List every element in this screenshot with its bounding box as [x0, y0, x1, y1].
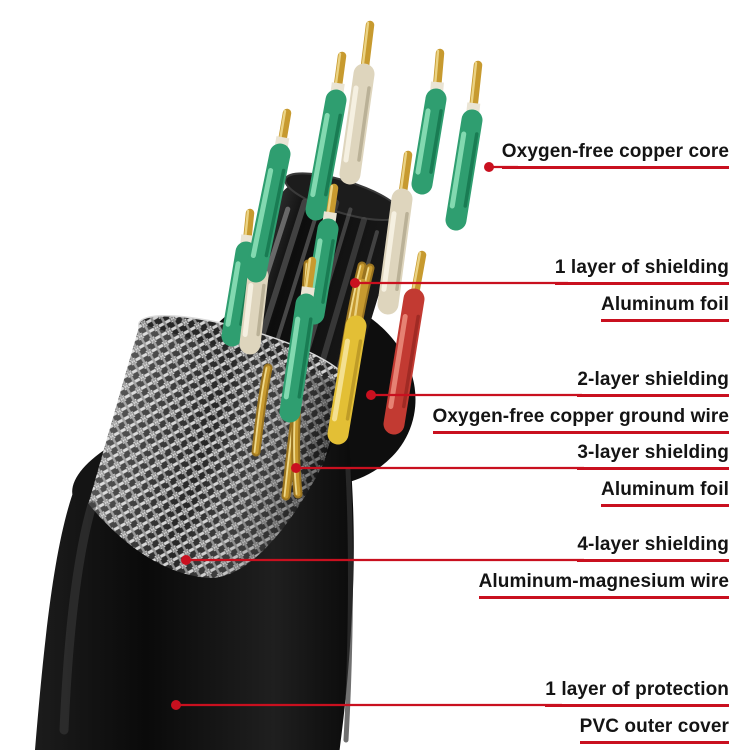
- wire-yellow: [327, 278, 367, 445]
- wire-jacket: [239, 265, 269, 355]
- wire-highlight: [343, 85, 359, 163]
- wire-shadow-edge: [429, 109, 443, 174]
- pvc-outer-cover: [34, 414, 354, 750]
- wire-highlight: [242, 283, 254, 337]
- wire-shadow-edge: [402, 314, 420, 409]
- wire-jacket: [377, 188, 413, 315]
- label-shield-1: 1 layer of shielding Aluminum foil: [554, 257, 729, 331]
- wire-jacket: [305, 89, 347, 221]
- pointer-dot: [171, 700, 181, 710]
- wire-green: [305, 51, 347, 221]
- label-text: 3-layer shielding: [577, 442, 729, 470]
- wire-cream: [339, 20, 375, 185]
- wire-shadow-edge: [256, 283, 266, 337]
- label-text: Aluminum foil: [601, 294, 729, 322]
- label-text: 1 layer of shielding: [554, 257, 729, 285]
- wire-jacket: [339, 63, 375, 185]
- wire-shadow-edge: [345, 339, 363, 421]
- wire-highlight: [283, 316, 301, 400]
- pvc-highlight: [59, 500, 97, 735]
- label-text: Oxygen-free copper ground wire: [432, 406, 729, 434]
- wire-shadow-edge: [357, 86, 371, 162]
- label-copper-core: Oxygen-free copper core: [501, 141, 729, 178]
- wire-jacket: [279, 293, 317, 423]
- ground-wire-copper: [251, 363, 273, 457]
- label-text: Aluminum foil: [601, 479, 729, 507]
- wire-green: [411, 48, 447, 195]
- wire-jacket: [445, 109, 483, 231]
- wire-green: [303, 183, 339, 325]
- label-shield-3: 3-layer shielding Aluminum foil: [577, 442, 729, 516]
- pointer-dot: [366, 390, 376, 400]
- wire-highlight: [225, 261, 241, 327]
- wire-highlight: [381, 211, 397, 292]
- wire-green: [221, 208, 257, 347]
- wire-highlight: [310, 112, 330, 198]
- wire-highlight: [388, 314, 408, 409]
- wire-shadow-edge: [463, 132, 479, 208]
- label-text: Oxygen-free copper core: [501, 141, 729, 169]
- wire-shadow-edge: [297, 317, 313, 399]
- wire-cream: [377, 150, 413, 315]
- label-text: 1 layer of protection: [545, 679, 729, 707]
- wire-highlight: [415, 108, 431, 175]
- wire-red: [383, 250, 427, 435]
- pointer-dot: [291, 463, 301, 473]
- wire-jacket: [383, 288, 425, 435]
- wire-jacket: [245, 143, 291, 283]
- pointer-dot: [181, 555, 191, 565]
- label-text: 2-layer shielding: [577, 369, 729, 397]
- label-shield-2: 2-layer shielding Oxygen-free copper gro…: [432, 369, 729, 443]
- pointer-dot: [484, 162, 494, 172]
- wire-green: [279, 256, 317, 423]
- label-protection: 1 layer of protection PVC outer cover: [545, 679, 729, 750]
- label-shield-4: 4-layer shielding Aluminum-magnesium wir…: [478, 534, 729, 608]
- wire-highlight: [250, 168, 274, 258]
- wire-shadow-edge: [395, 211, 409, 292]
- wire-highlight: [332, 338, 350, 422]
- wire-shadow-edge: [324, 113, 342, 197]
- label-text: PVC outer cover: [579, 716, 729, 744]
- wire-shadow-edge: [264, 168, 286, 258]
- wire-green: [245, 108, 292, 283]
- wire-jacket: [411, 88, 447, 195]
- wire-fan: [221, 20, 483, 501]
- wire-jacket: [327, 315, 367, 445]
- annotation-pointers: [171, 162, 584, 710]
- wire-jacket: [221, 241, 257, 347]
- wire-jacket: [303, 218, 339, 325]
- label-text: Aluminum-magnesium wire: [478, 571, 729, 599]
- label-text: 4-layer shielding: [577, 534, 729, 562]
- wire-highlight: [449, 131, 467, 209]
- wire-shadow-edge: [321, 239, 335, 304]
- pointer-dot: [350, 278, 360, 288]
- wire-green: [445, 60, 483, 231]
